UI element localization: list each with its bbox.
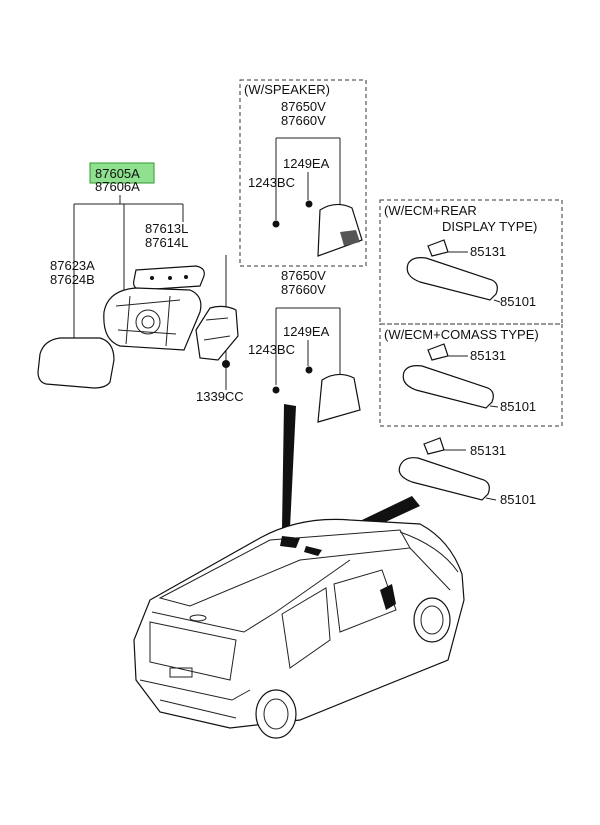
std-mirror-part[interactable] bbox=[398, 457, 490, 501]
compass-box: (W/ECM+COMASS TYPE) 85131 85101 bbox=[379, 323, 563, 427]
speaker-box-title: (W/SPEAKER) bbox=[244, 82, 330, 97]
plain-trim-group: 87650V 87660V 1249EA 1243BC bbox=[248, 268, 361, 423]
part-highlight bbox=[89, 162, 155, 184]
standard-inside-mirror-group: 85131 85101 bbox=[398, 437, 536, 507]
rear-bracket-part[interactable] bbox=[427, 239, 449, 257]
rear-box-title-1: (W/ECM+REAR bbox=[384, 203, 477, 218]
label-87614L[interactable]: 87614L bbox=[145, 235, 188, 250]
rear-display-box: (W/ECM+REAR DISPLAY TYPE) 85131 85101 bbox=[379, 199, 563, 325]
vehicle-illustration bbox=[133, 518, 465, 739]
label-85131[interactable]: 85131 bbox=[470, 443, 506, 458]
screw-1339CC[interactable] bbox=[222, 360, 230, 368]
rear-wheel bbox=[255, 689, 297, 739]
speaker-box: (W/SPEAKER) 87650V 87660V 1249EA 1243BC bbox=[239, 79, 367, 267]
label-87650V[interactable]: 87650V bbox=[281, 268, 326, 283]
label-1249EA[interactable]: 1249EA bbox=[283, 324, 330, 339]
label-87623A[interactable]: 87623A bbox=[50, 258, 95, 273]
pointer-outside-mirror bbox=[282, 404, 296, 528]
label-87606A[interactable]: 87606A bbox=[95, 179, 140, 194]
compass-box-border bbox=[379, 323, 563, 427]
label-1249EA-speaker[interactable]: 1249EA bbox=[283, 156, 330, 171]
rear-display-box-border bbox=[379, 199, 563, 325]
label-87660V-speaker[interactable]: 87660V bbox=[281, 113, 326, 128]
label-85101-compass[interactable]: 85101 bbox=[500, 399, 536, 414]
compass-mirror-part[interactable] bbox=[402, 365, 494, 409]
label-85101[interactable]: 85101 bbox=[500, 492, 536, 507]
compass-box-title: (W/ECM+COMASS TYPE) bbox=[384, 327, 539, 342]
label-1243BC-speaker[interactable]: 1243BC bbox=[248, 175, 295, 190]
label-85131-rear[interactable]: 85131 bbox=[470, 244, 506, 259]
label-87650V-speaker[interactable]: 87650V bbox=[281, 99, 326, 114]
label-87613L[interactable]: 87613L bbox=[145, 221, 188, 236]
compass-bracket-part[interactable] bbox=[427, 343, 449, 361]
label-87624B[interactable]: 87624B bbox=[50, 272, 95, 287]
mirror-glass-part[interactable] bbox=[37, 337, 115, 389]
mirror-housing-part[interactable] bbox=[103, 287, 202, 351]
label-85131-compass[interactable]: 85131 bbox=[470, 348, 506, 363]
plain-trim-part[interactable] bbox=[317, 373, 361, 423]
rear-box-title-2: DISPLAY TYPE) bbox=[442, 219, 537, 234]
label-1243BC[interactable]: 1243BC bbox=[248, 342, 295, 357]
label-1339CC[interactable]: 1339CC bbox=[196, 389, 244, 404]
label-87660V[interactable]: 87660V bbox=[281, 282, 326, 297]
outside-mirror-group: 87605A 87606A 87613L 87614L 87623A 87624… bbox=[37, 162, 244, 404]
std-bracket-part[interactable] bbox=[423, 437, 445, 455]
label-87605A[interactable]: 87605A bbox=[95, 166, 140, 181]
rear-mirror-part[interactable] bbox=[406, 257, 498, 301]
speaker-box-border bbox=[239, 79, 367, 267]
mirror-mount-part[interactable] bbox=[195, 305, 239, 361]
label-85101-rear[interactable]: 85101 bbox=[500, 294, 536, 309]
front-wheel bbox=[413, 597, 451, 643]
